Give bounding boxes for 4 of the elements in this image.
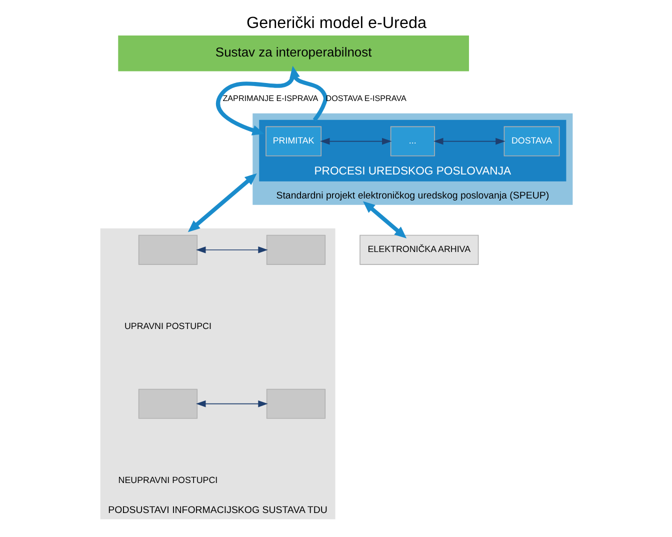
- edge-label: ZAPRIMANJE E-ISPRAVA: [222, 94, 318, 103]
- label: NEUPRAVNI POSTUPCI: [118, 475, 218, 486]
- label: UPRAVNI POSTUPCI: [124, 321, 211, 332]
- diagram-title: Generički model e-Ureda: [246, 14, 426, 32]
